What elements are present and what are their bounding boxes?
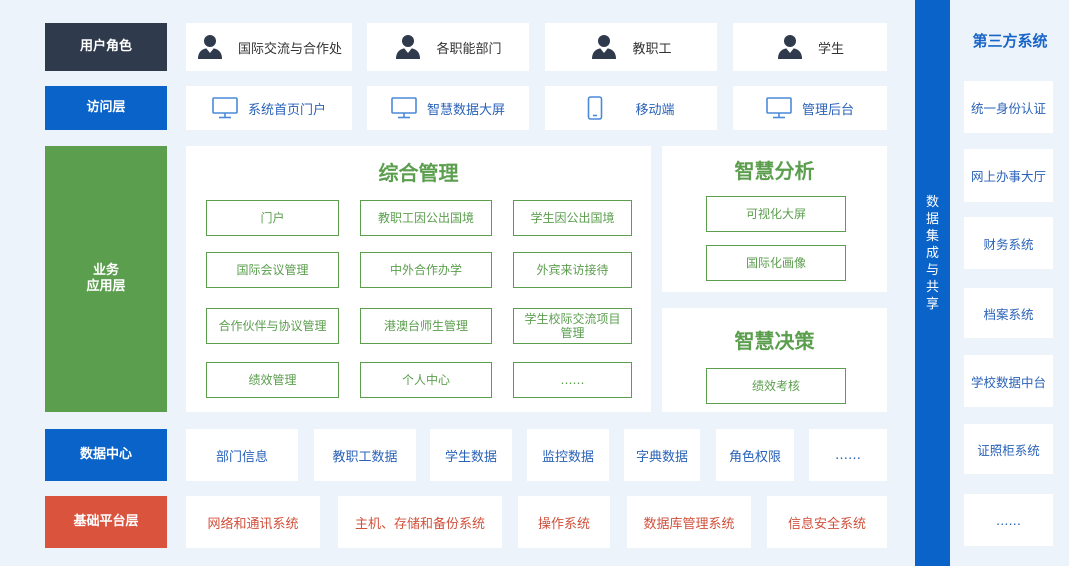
module-box: 中外合作办学 (360, 252, 492, 288)
data-item: 监控数据 (527, 429, 609, 481)
module-box: 港澳台师生管理 (360, 308, 492, 344)
layer-label-data-center: 数据中心 (45, 429, 167, 481)
user-role-icon (592, 35, 617, 59)
module-box: 学生因公出国境 (513, 200, 632, 236)
access-box: 智慧数据大屏 (367, 86, 529, 130)
access-box: 移动端 (545, 86, 717, 130)
module-box: 个人中心 (360, 362, 492, 398)
module-box: 学生校际交流项目管理 (513, 308, 632, 344)
role-box: 教职工 (545, 23, 717, 71)
data-item: 教职工数据 (314, 429, 416, 481)
third-party-item: 学校数据中台 (964, 355, 1053, 407)
role-box: 各职能部门 (367, 23, 529, 71)
module-box: 合作伙伴与协议管理 (206, 308, 339, 344)
module-box: 教职工因公出国境 (360, 200, 492, 236)
module-box: 绩效考核 (706, 368, 846, 404)
monitor-icon (212, 97, 238, 119)
infra-item: 信息安全系统 (767, 496, 887, 548)
third-party-item: 财务系统 (964, 217, 1053, 269)
infra-item: 数据库管理系统 (627, 496, 751, 548)
data-item: 部门信息 (186, 429, 298, 481)
comprehensive-management-title: 综合管理 (378, 160, 459, 185)
infra-item: 网络和通讯系统 (186, 496, 320, 548)
access-box: 管理后台 (733, 86, 887, 130)
module-box: 外宾来访接待 (513, 252, 632, 288)
layer-label-business: 业务 应用层 (45, 146, 167, 412)
layer-label-user-roles: 用户角色 (45, 23, 167, 71)
smart-decision-title: 智慧决策 (734, 328, 815, 353)
data-item: 角色权限 (716, 429, 794, 481)
monitor-icon (391, 97, 417, 119)
user-role-icon (396, 35, 421, 59)
smart-analysis-title: 智慧分析 (734, 158, 815, 183)
third-party-item: 统一身份认证 (964, 81, 1053, 133)
data-item: 学生数据 (430, 429, 512, 481)
third-party-item: …… (964, 494, 1053, 546)
module-box: …… (513, 362, 632, 398)
data-item: 字典数据 (624, 429, 700, 481)
third-party-title: 第三方系统 (972, 31, 1048, 50)
mobile-icon (588, 96, 603, 120)
layer-label-access: 访问层 (45, 86, 167, 130)
role-box: 国际交流与合作处 (186, 23, 352, 71)
infra-item: 操作系统 (518, 496, 610, 548)
data-integration-label: 数据集成与共享 (925, 194, 939, 312)
data-item: …… (809, 429, 887, 481)
module-box: 可视化大屏 (706, 196, 846, 232)
monitor-icon (766, 97, 792, 119)
third-party-item: 网上办事大厅 (964, 149, 1053, 202)
module-box: 国际会议管理 (206, 252, 339, 288)
user-role-icon (777, 35, 802, 59)
infra-item: 主机、存储和备份系统 (338, 496, 502, 548)
third-party-item: 档案系统 (964, 288, 1053, 338)
module-box: 国际化画像 (706, 245, 846, 281)
smart-decision-panel: 智慧决策 (662, 308, 887, 412)
access-box: 系统首页门户 (186, 86, 352, 130)
user-role-icon (197, 35, 222, 59)
role-box: 学生 (733, 23, 887, 71)
layer-label-infrastructure: 基础平台层 (45, 496, 167, 548)
module-box: 门户 (206, 200, 339, 236)
data-integration-bar: 数据集成与共享 (915, 0, 950, 566)
module-box: 绩效管理 (206, 362, 339, 398)
third-party-item: 证照柜系统 (964, 424, 1053, 474)
